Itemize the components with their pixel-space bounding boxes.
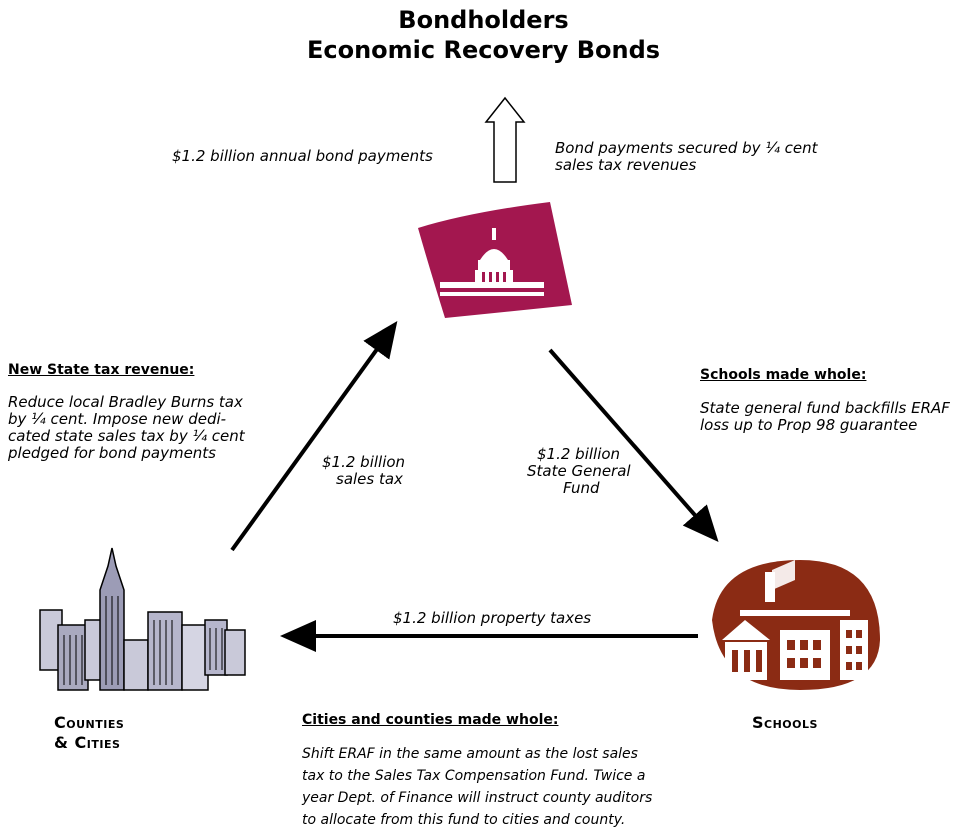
schools-label: Schools: [752, 713, 818, 732]
cities-counties-made-whole-line: to allocate from this fund to cities and…: [302, 812, 626, 828]
general-fund-flow-label: State General: [527, 462, 631, 480]
bond-payments-secured-line1: Bond payments secured by ¼ cent: [555, 139, 818, 157]
diagram-title-line1: Bondholders: [398, 6, 569, 34]
state-capitol-icon: [418, 202, 572, 318]
bond-payment-up-arrow: [484, 96, 526, 183]
sales-tax-flow-label: sales tax: [336, 470, 403, 488]
sales-tax-flow-amount: $1.2 billion: [322, 453, 406, 471]
cities-counties-made-whole-line: tax to the Sales Tax Compensation Fund. …: [302, 768, 646, 784]
sales-tax-arrow: [230, 321, 398, 552]
diagram-title-line2: Economic Recovery Bonds: [306, 36, 661, 64]
new-state-tax-line: cated state sales tax by ¼ cent: [8, 427, 245, 445]
city-windows: [63, 596, 223, 685]
city-skyline-icon: [39, 547, 246, 691]
new-state-tax-line: Reduce local Bradley Burns tax: [8, 393, 243, 411]
cities-counties-made-whole-line: year Dept. of Finance will instruct coun…: [302, 790, 653, 806]
property-taxes-flow-label: $1.2 billion property taxes: [393, 609, 592, 627]
schools-made-whole-line: State general fund backfills ERAF: [700, 399, 950, 417]
general-fund-flow-label: Fund: [563, 479, 600, 497]
general-fund-flow-amount: $1.2 billion: [537, 445, 621, 463]
new-state-tax-line: by ¼ cent. Impose new dedi-: [8, 410, 227, 428]
cities-counties-made-whole-line: Shift ERAF in the same amount as the los…: [302, 746, 638, 762]
schools-made-whole-heading: Schools made whole:: [700, 367, 867, 383]
general-fund-arrow: [548, 348, 719, 543]
schools-made-whole-line: loss up to Prop 98 guarantee: [700, 416, 918, 434]
cities-counties-made-whole-heading: Cities and counties made whole:: [302, 712, 559, 728]
bond-payments-secured-line2: sales tax revenues: [555, 156, 697, 174]
counties-cities-label-line2: & Cities: [54, 733, 121, 752]
annual-bond-payments-label: $1.2 billion annual bond payments: [172, 147, 433, 165]
new-state-tax-heading: New State tax revenue:: [8, 362, 195, 378]
school-building-icon: [712, 560, 880, 690]
counties-cities-label-line1: Counties: [54, 713, 125, 732]
new-state-tax-line: pledged for bond payments: [8, 444, 217, 462]
